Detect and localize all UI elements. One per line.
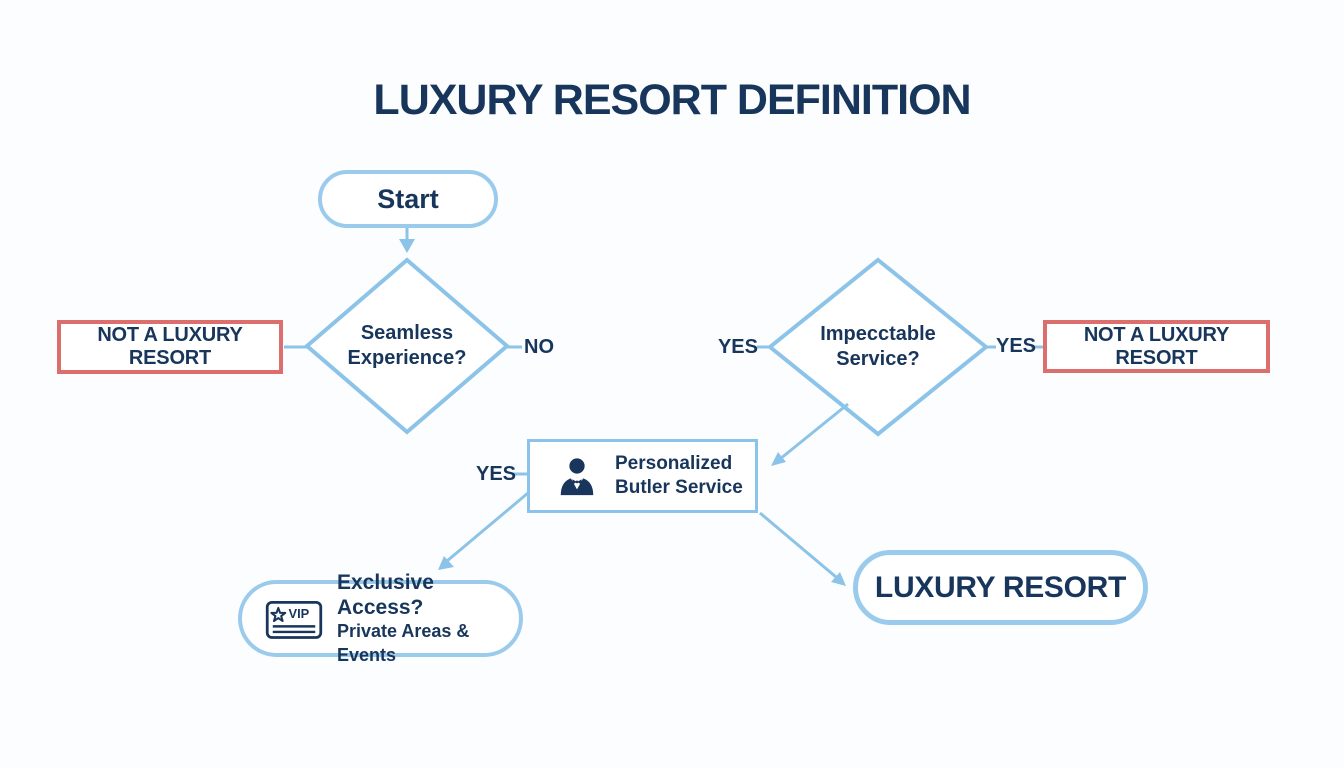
start-node: Start — [318, 170, 498, 228]
edge-butler-to-exclusive — [438, 491, 529, 570]
not-luxury-resort-left-node: NOT A LUXURY RESORT — [57, 320, 283, 374]
decision-diamond-impeccable-shape — [766, 257, 990, 437]
edge-butler-to-luxury — [759, 511, 846, 586]
edge-label-yes-impeccable-right: YES — [996, 335, 1037, 357]
exclusive-access-line2: Private Areas & Events — [337, 621, 470, 665]
edge-impeccable-to-butler — [771, 402, 849, 466]
butler-service-node: Personalized Butler Service — [527, 439, 758, 513]
exclusive-access-line1: Exclusive Access? — [337, 570, 434, 620]
not-luxury-resort-left-label: NOT A LUXURY RESORT — [97, 324, 243, 369]
page-title: LUXURY RESORT DEFINITION — [373, 76, 971, 124]
decision-impeccable-line1: Impecctable — [820, 323, 936, 345]
decision-impeccable-service: Impecctable Service? — [793, 301, 963, 393]
decision-diamond-seamless-shape — [303, 257, 511, 435]
butler-service-line1: Personalized — [615, 452, 733, 474]
decision-seamless-experience: Seamless Experience? — [327, 300, 487, 392]
luxury-resort-node: LUXURY RESORT — [853, 550, 1148, 625]
edge-start-to-seamless — [399, 228, 415, 253]
not-luxury-resort-right-label: NOT A LUXURY RESORT — [1083, 323, 1230, 369]
start-label: Start — [377, 183, 439, 214]
exclusive-access-node: VIP Exclusive Access? Private Areas & Ev… — [238, 571, 523, 665]
vip-card-icon-text: VIP — [288, 606, 309, 621]
vip-card-icon: VIP — [265, 600, 323, 639]
butler-service-line2: Butler Service — [615, 477, 743, 498]
not-luxury-resort-right-node: NOT A LUXURY RESORT — [1043, 320, 1270, 373]
decision-seamless-line1: Seamless — [360, 322, 454, 344]
butler-icon — [560, 458, 594, 496]
edge-label-no: NO — [524, 336, 554, 358]
decision-impeccable-line2: Service? — [836, 348, 920, 370]
edge-label-yes-butler: YES — [476, 463, 517, 485]
edge-label-yes-impeccable-left: YES — [717, 336, 758, 358]
decision-seamless-line2: Experience? — [347, 347, 467, 369]
luxury-resort-label: LUXURY RESORT — [874, 570, 1127, 604]
